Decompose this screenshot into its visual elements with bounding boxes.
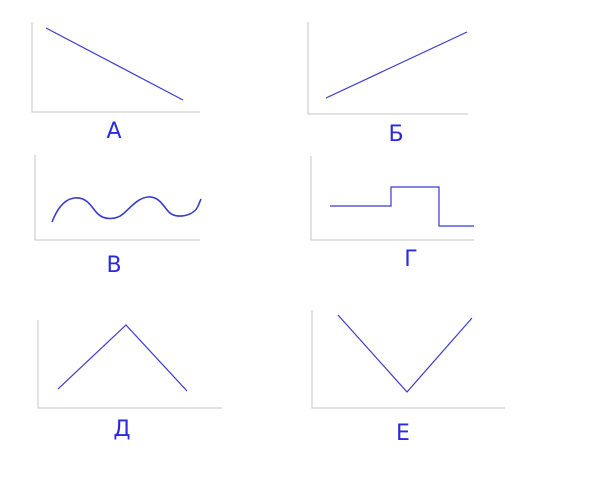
panel-e-curve — [337, 314, 473, 393]
panel-d-axes — [37, 320, 222, 409]
panel-g-label: Г — [404, 247, 418, 272]
panel-v — [34, 155, 202, 241]
panel-e — [311, 310, 505, 409]
panel-d-curve — [57, 324, 188, 392]
panel-v-curve — [51, 196, 202, 223]
panel-g-axes — [310, 156, 474, 241]
panel-d — [37, 320, 222, 409]
panel-v-axes — [34, 155, 200, 241]
panel-g — [310, 156, 474, 241]
panel-b-axes — [307, 22, 468, 115]
panel-a-axes — [31, 22, 200, 113]
panel-v-label: В — [106, 253, 122, 278]
panel-b-curve — [325, 31, 468, 99]
panel-e-label: Е — [396, 421, 410, 446]
panel-a — [31, 22, 200, 113]
panel-a-curve — [45, 27, 184, 101]
panel-a-label: А — [106, 119, 122, 144]
panel-b-label: Б — [388, 122, 404, 147]
panel-e-axes — [311, 310, 505, 409]
panel-d-label: Д — [113, 417, 131, 442]
panel-g-curve — [330, 186, 474, 227]
panel-b — [307, 22, 468, 115]
